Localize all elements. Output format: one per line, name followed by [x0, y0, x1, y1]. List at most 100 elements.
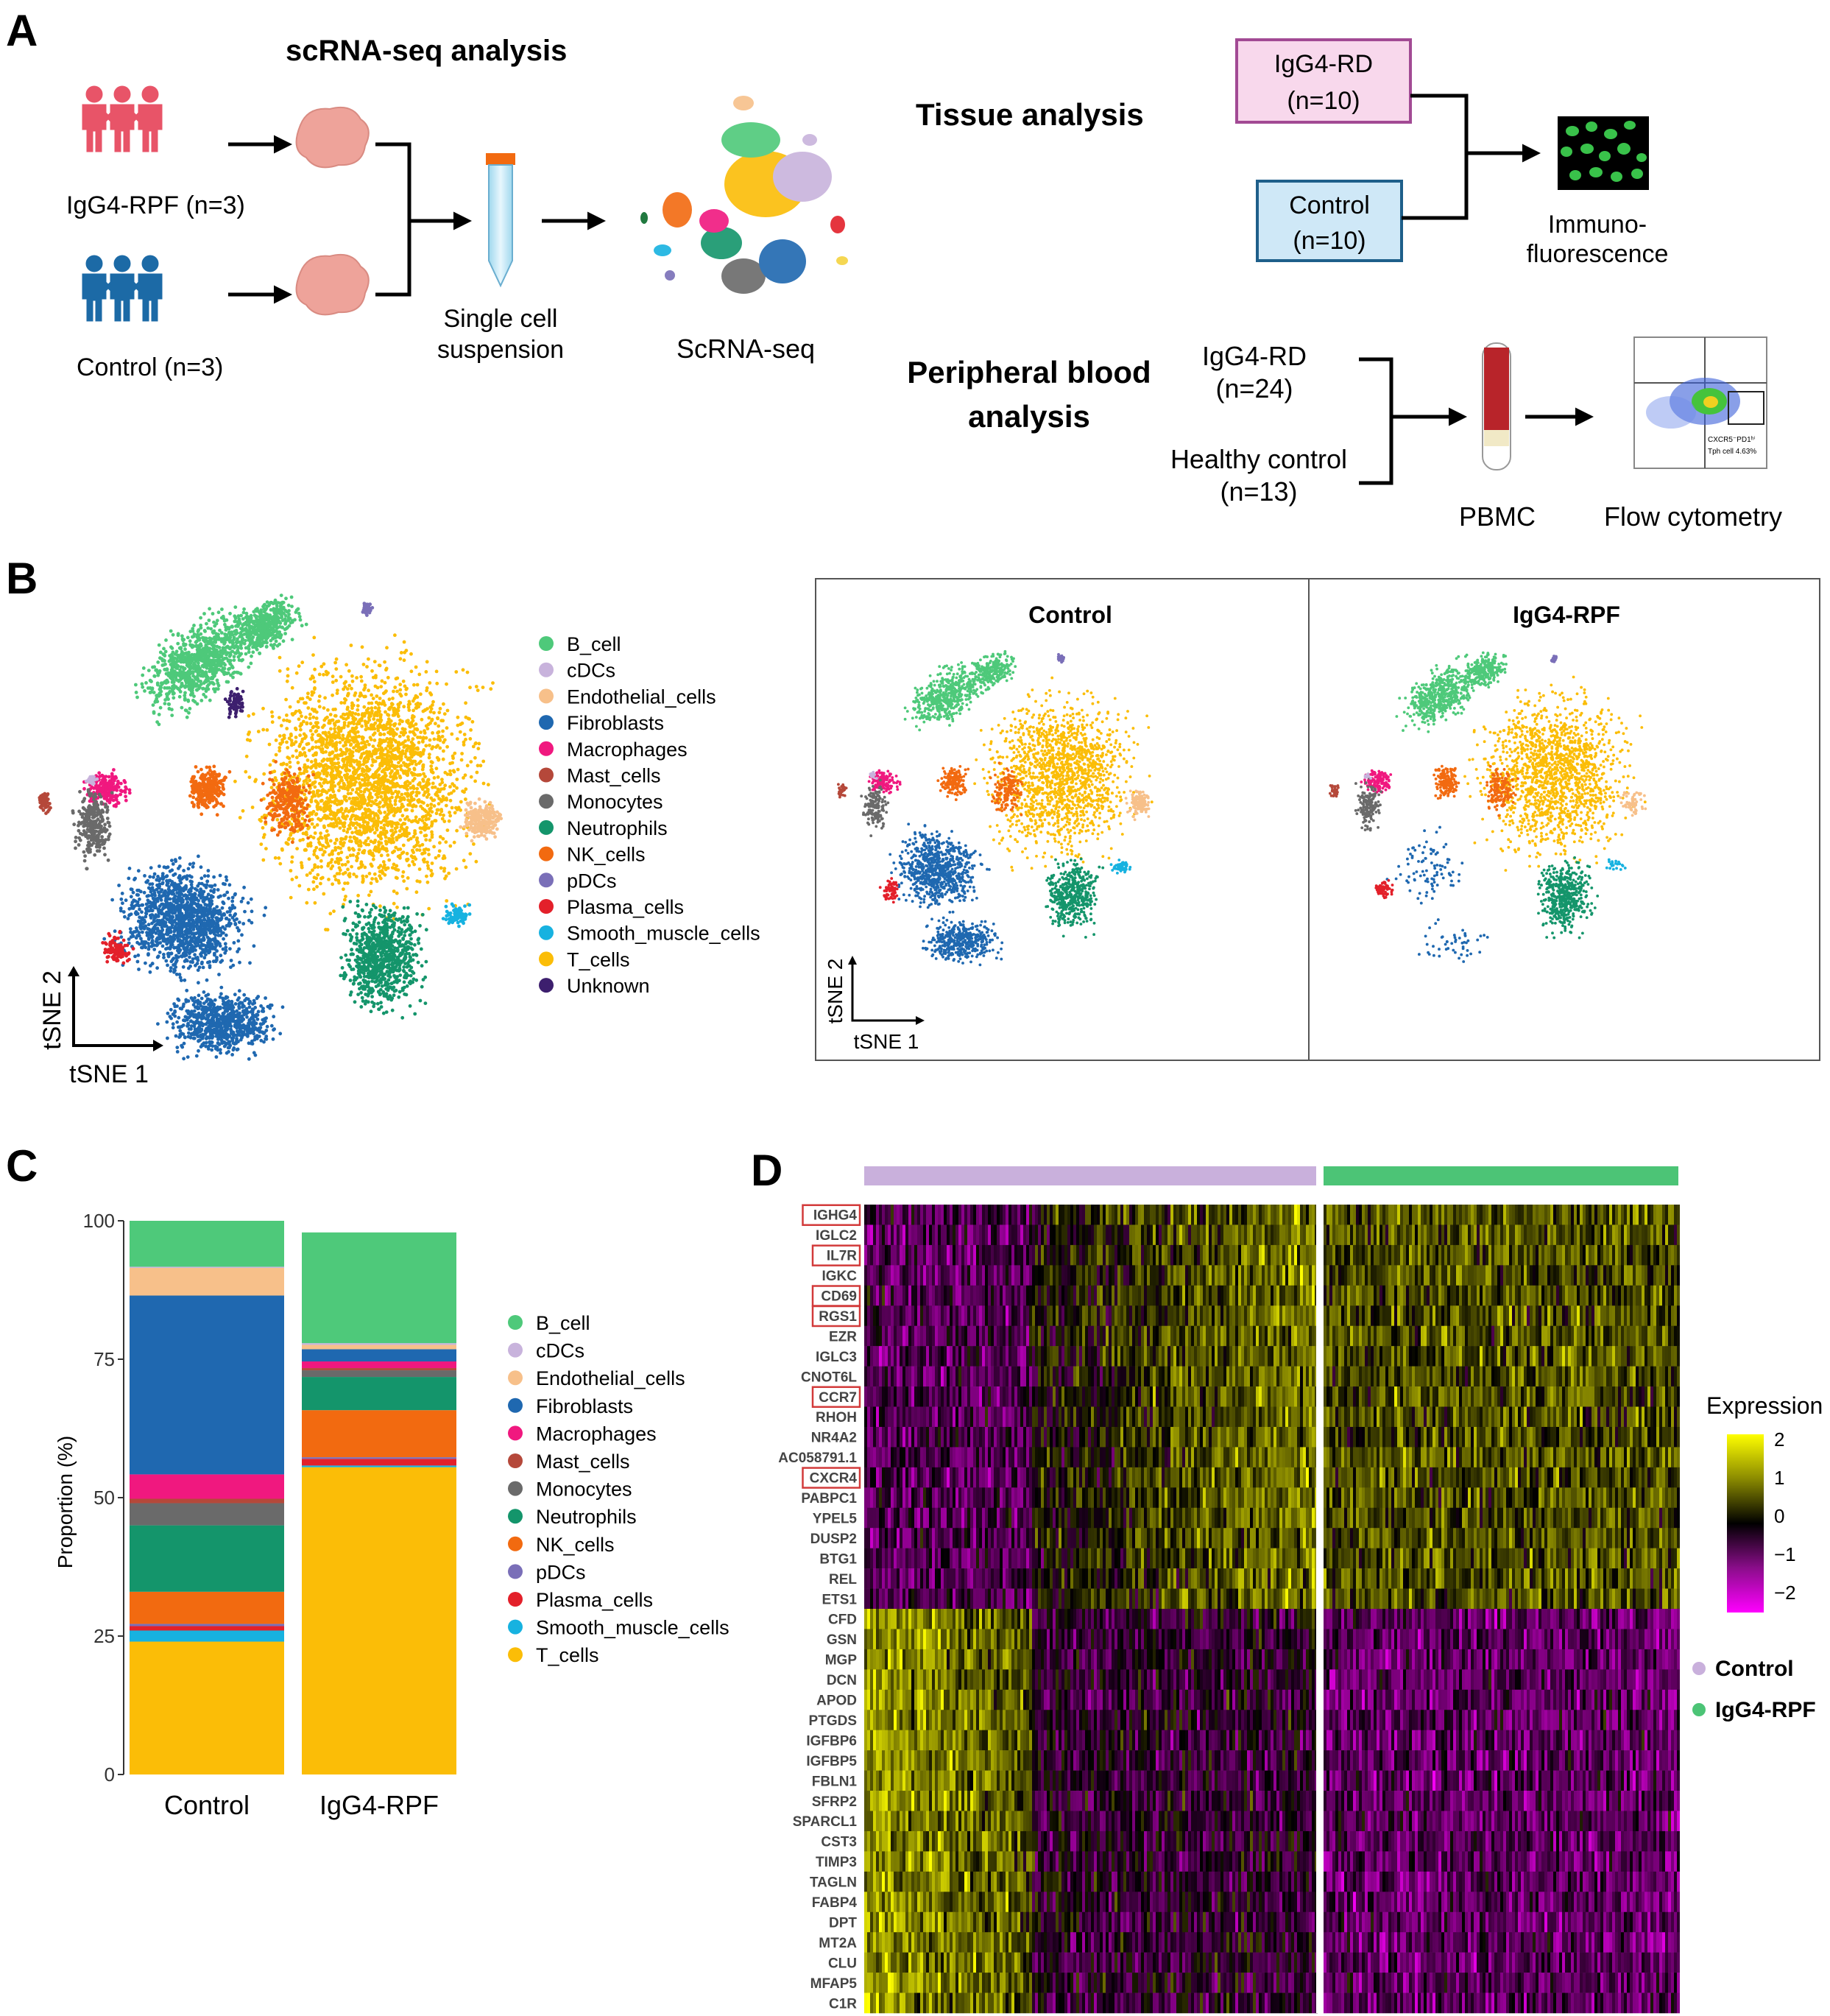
expression-color-scale [1727, 1434, 1764, 1613]
group-legend-label: IgG4-RPF [1715, 1698, 1816, 1722]
legend-c-label: NK_cells [536, 1534, 615, 1556]
gene-label: APOD [816, 1693, 857, 1709]
panel-b-label: B [6, 554, 38, 603]
legend-c-swatch [508, 1425, 523, 1440]
legend-c-swatch [508, 1453, 523, 1468]
tissue-analysis-title: Tissue analysis [916, 97, 1144, 132]
legend-c-swatch [508, 1647, 523, 1662]
flow-cytometry-label: Flow cytometry [1604, 501, 1782, 532]
gene-label: IGHG4 [813, 1208, 858, 1224]
legend-b-label: Macrophages [567, 739, 688, 761]
scrna-title: scRNA-seq analysis [286, 35, 567, 67]
legend-b-label: Smooth_muscle_cells [567, 923, 760, 945]
gene-label: DPT [829, 1915, 857, 1931]
facet-control-title: Control [1028, 602, 1112, 628]
gene-label: SPARCL1 [793, 1814, 858, 1830]
bar-segment-Monocytes [130, 1504, 284, 1526]
bar-category-label: Control [164, 1790, 250, 1820]
bar-segment-cDCs [302, 1343, 456, 1344]
legend-c-swatch [508, 1315, 523, 1330]
bar-segment-Smooth_muscle_cells [130, 1630, 284, 1641]
blood-tube-icon [1483, 343, 1511, 470]
gene-label: CST3 [821, 1835, 857, 1850]
legend-b-label: T_cells [567, 948, 630, 970]
facet-igg4-title: IgG4-RPF [1513, 602, 1620, 628]
bar-y-tick: 100 [83, 1210, 115, 1232]
group-legend-label: Control [1715, 1657, 1794, 1681]
panel-a: A scRNA-seq analysis IgG4-RPF (n=3) Cont… [6, 6, 1782, 532]
pb-title-line2: analysis [968, 399, 1090, 434]
legend-c-swatch [508, 1343, 523, 1358]
legend-c-label: Mast_cells [536, 1451, 630, 1473]
scale-tick: −1 [1774, 1543, 1796, 1565]
group-bar-igg4 [1324, 1166, 1678, 1185]
legend-c-swatch [508, 1620, 523, 1635]
panel-c-label: C [6, 1141, 38, 1191]
legend-b-swatch [539, 715, 554, 730]
igg4-rd-box-l1: IgG4-RD [1274, 50, 1373, 78]
gene-label: DUSP2 [810, 1532, 857, 1547]
legend-c-swatch [508, 1370, 523, 1385]
gene-label: CNOT6L [801, 1370, 857, 1385]
legend-c-label: Macrophages [536, 1423, 657, 1445]
gene-label: EZR [829, 1329, 857, 1344]
legend-c-label: T_cells [536, 1644, 599, 1666]
bar-segment-cDCs [130, 1266, 284, 1268]
panel-d-label: D [751, 1146, 782, 1195]
pb-igg4-line1: IgG4-RD [1202, 341, 1307, 371]
legend-c-label: Fibroblasts [536, 1395, 633, 1417]
gene-label: TAGLN [810, 1875, 857, 1891]
legend-b-label: Fibroblasts [567, 712, 664, 734]
gene-label: PTGDS [809, 1713, 857, 1729]
bar-segment-Endothelial_cells [130, 1268, 284, 1296]
bar-segment-B_cell [130, 1221, 284, 1266]
bar-segment-Macrophages [302, 1361, 456, 1368]
gene-label: CXCR4 [810, 1471, 858, 1487]
gene-label: IGFBP6 [806, 1733, 857, 1749]
facet-frame [816, 579, 1820, 1060]
gene-label: BTG1 [819, 1551, 857, 1567]
bar-segment-NK_cells [302, 1410, 456, 1457]
immunofluorescence-image-icon [1558, 116, 1649, 190]
gene-label: PABPC1 [801, 1491, 857, 1506]
legend-b-label: B_cell [567, 633, 621, 655]
bar-segment-B_cell [302, 1233, 456, 1343]
bar-y-tick: 0 [105, 1763, 115, 1786]
bar-segment-pDCs [130, 1624, 284, 1626]
immuno-line2: fluorescence [1527, 240, 1669, 268]
legend-b-label: Monocytes [567, 791, 663, 813]
scale-tick: 1 [1774, 1467, 1784, 1489]
gene-label: CFD [828, 1613, 857, 1628]
flow-gate-label-line1: CXCR5⁻PD1ʰⁱ [1708, 436, 1755, 444]
legend-b-swatch [539, 978, 554, 993]
legend-b-label: Plasma_cells [567, 896, 684, 918]
legend-b-swatch [539, 636, 554, 651]
scale-tick: 0 [1774, 1505, 1784, 1527]
gene-label: TIMP3 [816, 1855, 857, 1870]
legend-b-swatch [539, 951, 554, 966]
bar-category-label: IgG4-RPF [319, 1790, 439, 1820]
group-legend-swatch [1692, 1662, 1706, 1675]
gene-label: DCN [827, 1673, 857, 1688]
tube-icon [486, 153, 515, 286]
gene-label: RHOH [816, 1410, 857, 1425]
control-box-l1: Control [1289, 191, 1370, 219]
person-group-icon-control [82, 255, 162, 321]
panel-d: D IGHG4IGLC2IL7RIGKCCD69RGS1EZRIGLC3CNOT… [751, 1146, 1823, 2013]
heatmap [864, 1205, 1680, 2013]
gene-label: RGS1 [819, 1309, 857, 1325]
bar-ylabel: Proportion (%) [54, 1436, 77, 1569]
tsne-plot-combined [38, 593, 503, 1061]
legend-b-swatch [539, 688, 554, 703]
igg4-rd-box-l2: (n=10) [1287, 87, 1360, 115]
scale-tick: −2 [1774, 1582, 1796, 1604]
bar-segment-Fibroblasts [130, 1296, 284, 1475]
gene-label: C1R [829, 1996, 857, 2012]
group-legend-swatch [1692, 1703, 1706, 1716]
bar-segment-Neutrophils [130, 1526, 284, 1592]
pb-igg4-line2: (n=24) [1215, 373, 1293, 403]
expression-legend-title: Expression [1706, 1392, 1823, 1419]
tsne-x-label: tSNE 1 [69, 1060, 149, 1088]
person-group-icon-igg4 [82, 86, 162, 152]
